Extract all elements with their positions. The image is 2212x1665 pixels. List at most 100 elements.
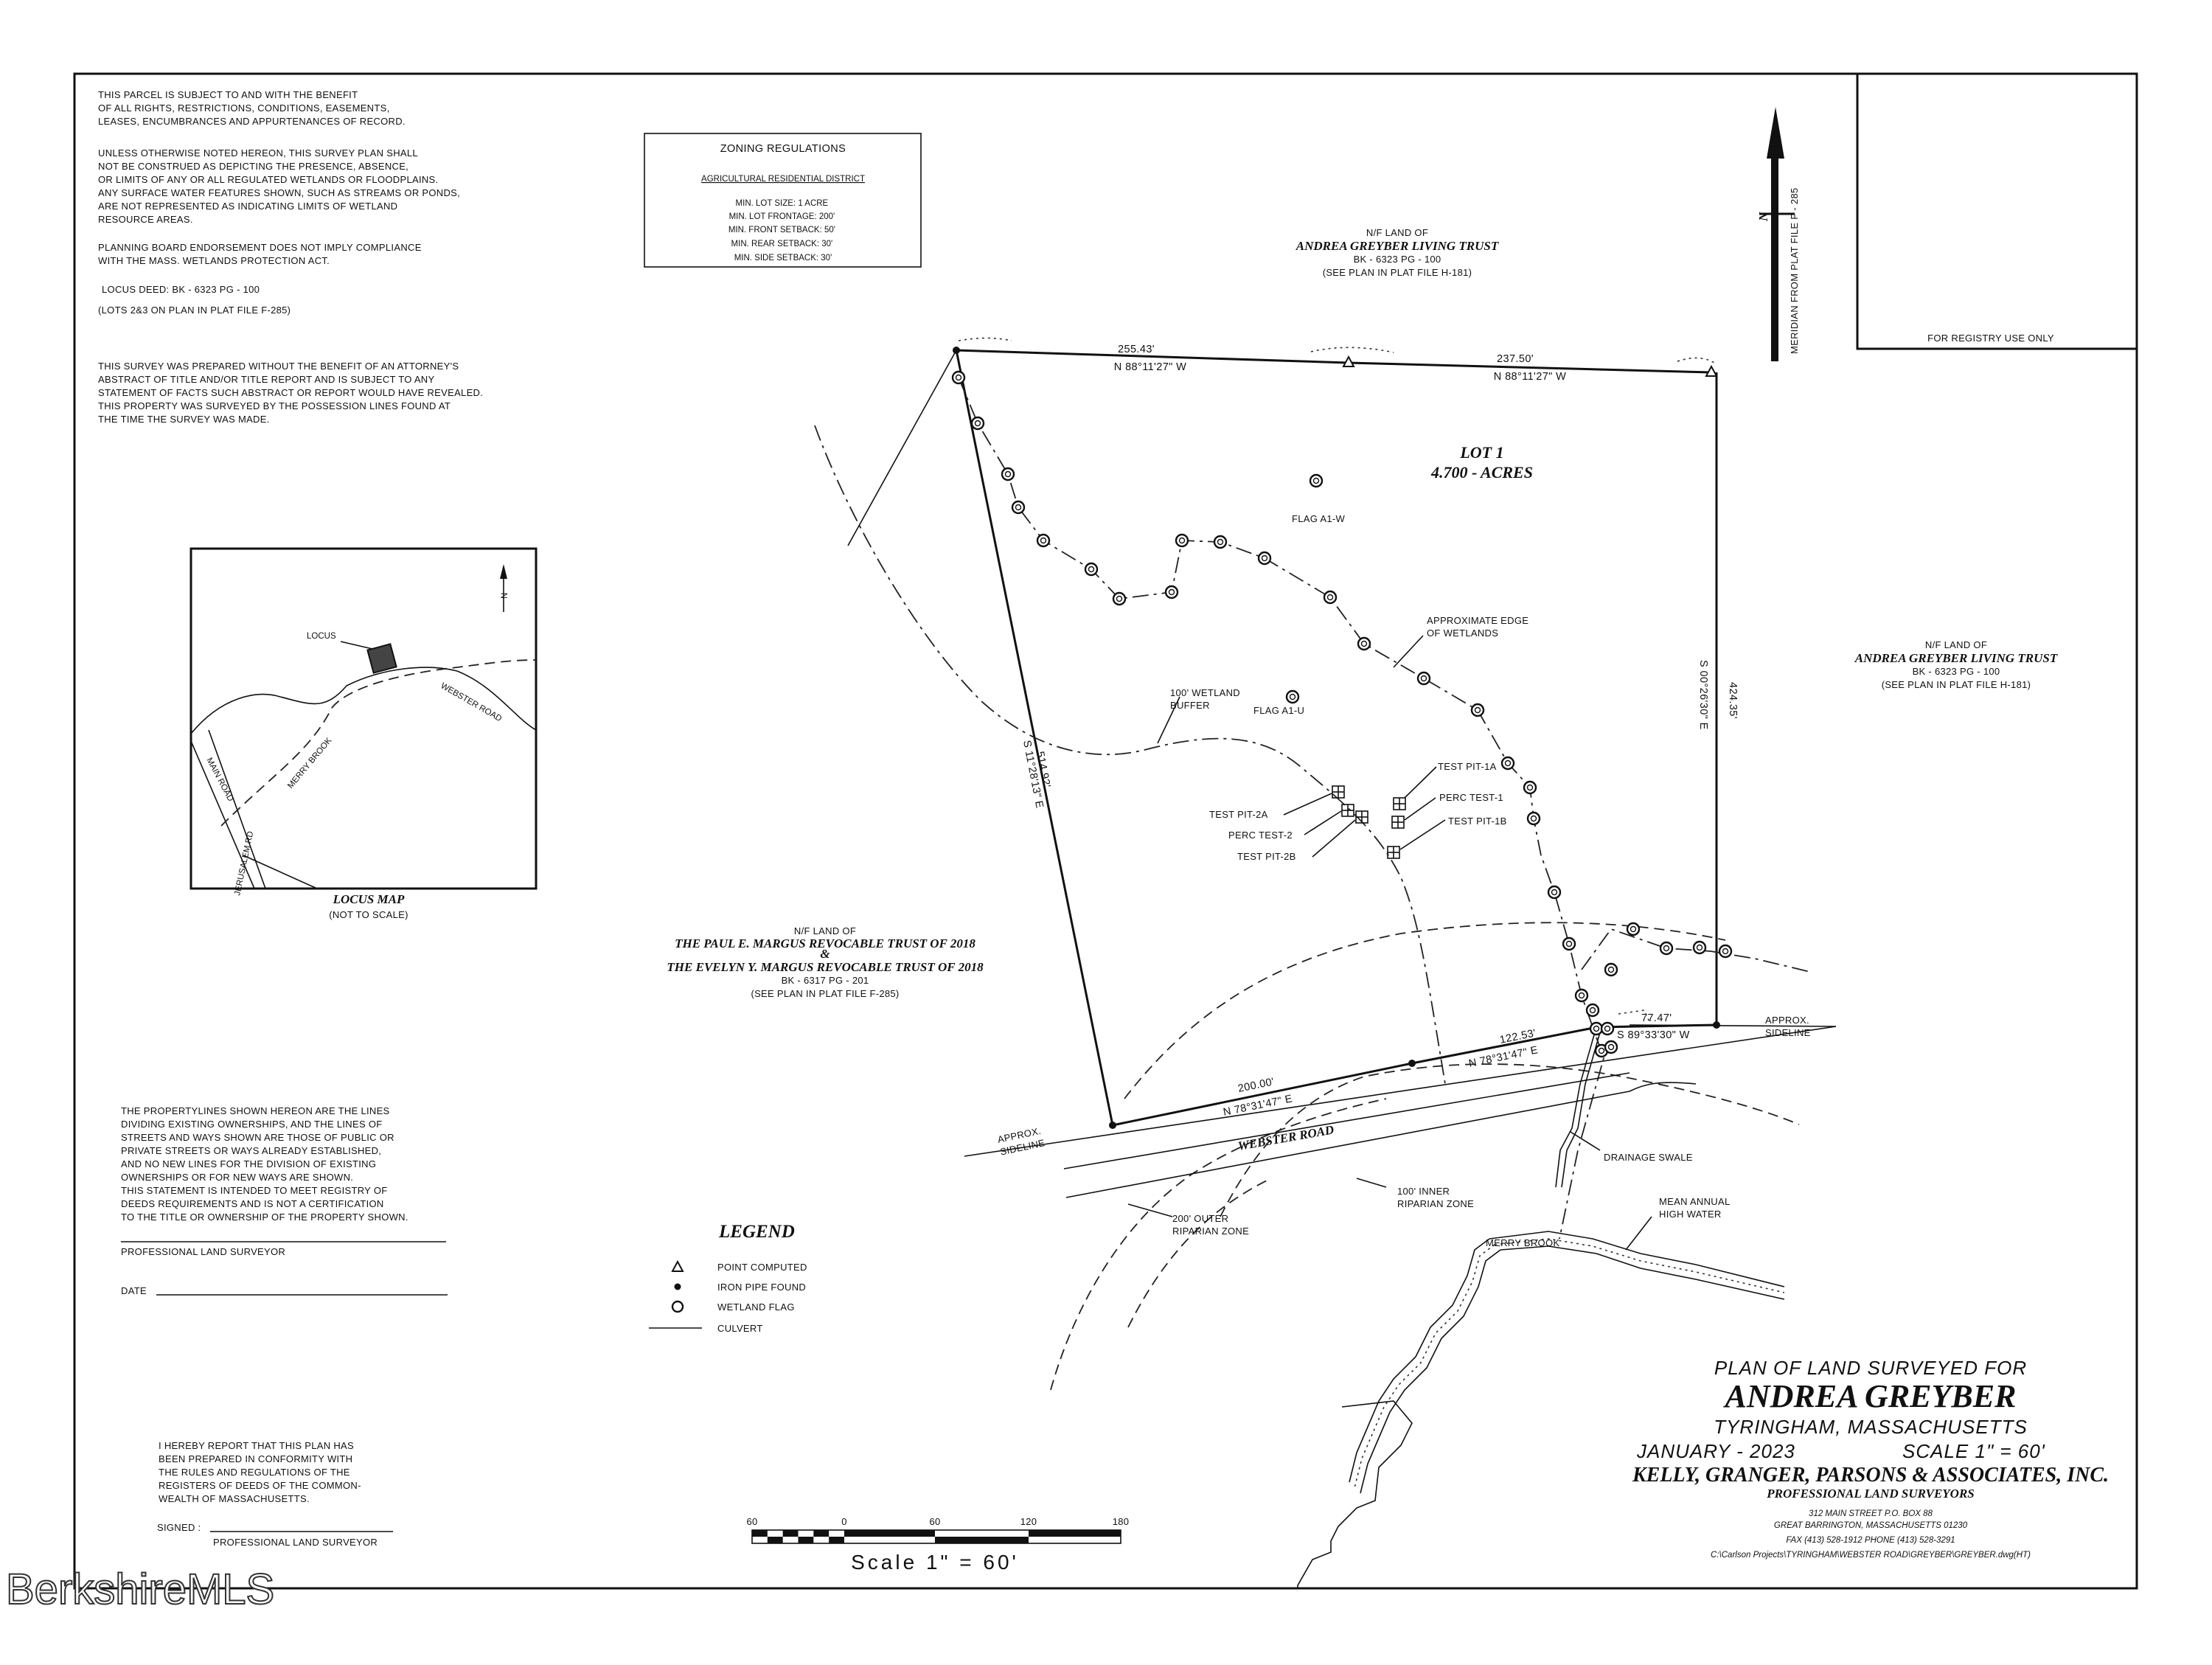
legend-wetland-flag: WETLAND FLAG (717, 1301, 795, 1313)
locus-north-letter: N (501, 593, 509, 599)
legend-point-computed: POINT COMPUTED (717, 1262, 807, 1273)
locus-main-road-2 (208, 729, 266, 889)
road-label: WEBSTER ROAD (1237, 1122, 1335, 1153)
south-east-dim (1618, 1009, 1651, 1024)
riparian-inner-top (1220, 1063, 1800, 1217)
wetland-flag-inner (1630, 925, 1637, 933)
wetland-flag-marker (1175, 533, 1189, 548)
road-edge-south (1065, 1091, 1630, 1198)
merry-brook-label: MERRY BROOK (1486, 1237, 1559, 1248)
north-west-bearing: N 88°11'27" W (1114, 361, 1186, 373)
test-pit-1a-symbol (1393, 797, 1406, 810)
title-town: TYRINGHAM, MASSACHUSETTS (1714, 1416, 2028, 1438)
flag-a1w-label: FLAG A1-W (1292, 513, 1345, 524)
scale-seg-2 (935, 1537, 1029, 1543)
meridian-note: MERIDIAN FROM PLAT FILE F - 285 (1789, 187, 1800, 354)
wetland-flag-inner (1015, 504, 1022, 511)
merry-brook-bank-4 (1349, 1238, 1490, 1483)
wetland-flag-inner (1326, 594, 1334, 601)
sideline-east (1629, 1024, 1837, 1027)
locus-north-head (500, 564, 507, 579)
merry-brook-bank-3 (1500, 1245, 1785, 1300)
perc2-label: PERC TEST-2 (1228, 830, 1293, 841)
wetland-buffer (814, 425, 1446, 1085)
sideline-east-label: APPROX. SIDELINE (1765, 1015, 1812, 1038)
wetland-flag-marker (1323, 590, 1338, 605)
wetland-flag-inner (1604, 1025, 1611, 1032)
wetland-flag-marker (1011, 500, 1026, 515)
wetland-flag-marker (1659, 941, 1674, 956)
title-addr-1: 312 MAIN STREET P.O. BOX 88 (1809, 1509, 1933, 1518)
south-east-bearing: S 89°33'30" W (1617, 1029, 1690, 1041)
registry-box (1856, 72, 2138, 350)
wetland-flag-marker (1718, 944, 1733, 959)
scale-tick-60l: 60 (746, 1516, 757, 1527)
edge-wetlands-label: APPROXIMATE EDGE OF WETLANDS (1427, 615, 1531, 639)
abutter-west-name1: THE PAUL E. MARGUS REVOCABLE TRUST OF 20… (675, 936, 975, 950)
iron-pipe-sw (1109, 1122, 1116, 1129)
locus-frame (189, 547, 538, 890)
wetland-flag-inner (1360, 640, 1368, 647)
abutter-west-amp: & (820, 947, 830, 961)
legend-culvert: CULVERT (717, 1323, 763, 1334)
wetland-flag-marker (1589, 1021, 1604, 1036)
iron-pipe-nw (953, 347, 960, 354)
abutter-north: N/F LAND OF ANDREA GREYBER LIVING TRUST … (1295, 227, 1499, 278)
wetland-flag-marker (1547, 885, 1562, 900)
locus-label: LOCUS (307, 632, 336, 641)
wetland-flag-inner (1551, 889, 1558, 896)
locus-webster-road (190, 667, 537, 734)
north-east-bearing: N 88°11'27" W (1494, 371, 1566, 383)
wetland-flag-inner (1504, 759, 1512, 767)
abutter-east-name: ANDREA GREYBER LIVING TRUST (1854, 651, 2058, 665)
note-subject: THIS PARCEL IS SUBJECT TO AND WITH THE B… (98, 89, 406, 127)
locus-main-label: MAIN ROAD (204, 757, 234, 803)
zoning-box: ZONING REGULATIONS AGRICULTURAL RESIDENT… (644, 133, 922, 268)
perc-test-1-symbol (1391, 816, 1405, 829)
wetland-flag-inner (1589, 1007, 1596, 1014)
scale-checker-cell (813, 1530, 830, 1537)
legend-wetland-flag-icon (671, 1300, 684, 1313)
merry-brook-bank-1 (1297, 1400, 1413, 1588)
outer-riparian-label: 200' OUTER RIPARIAN ZONE (1172, 1213, 1249, 1237)
locus-subtitle: (NOT TO SCALE) (329, 909, 408, 920)
locus-leader (340, 641, 373, 650)
drainage-swale-2 (1555, 1032, 1596, 1188)
high-water-label: MEAN ANNUAL HIGH WATER (1659, 1196, 1733, 1220)
tp2a-label: TEST PIT-2A (1209, 809, 1268, 820)
test-pits (1332, 785, 1406, 859)
wetland-flag-marker (1585, 1003, 1600, 1018)
buffer-label: 100' WETLAND BUFFER (1170, 687, 1243, 711)
title-scale: SCALE 1" = 60' (1902, 1440, 2045, 1462)
wetland-flag-inner (1530, 815, 1537, 822)
point-computed-ne (1705, 364, 1718, 377)
test-pit-2b-symbol (1355, 810, 1368, 824)
leader-tp2b (1312, 819, 1356, 858)
title-addr-2: GREAT BARRINGTON, MASSACHUSETTS 01230 (1774, 1521, 1968, 1530)
south-mid-bearing: N 78°31'47" E (1468, 1044, 1540, 1070)
lot-area: 4.700 - ACRES (1430, 463, 1533, 482)
south-line-mid (1411, 1026, 1598, 1065)
leader-tp2a (1283, 793, 1332, 816)
note-wetlands: UNLESS OTHERWISE NOTED HEREON, THIS SURV… (98, 147, 463, 225)
north-line-east (1348, 361, 1712, 374)
zoning-frame (644, 133, 922, 268)
locus-jerusalem-rd (243, 855, 318, 889)
merry-brook-water (1494, 1238, 1785, 1293)
locus-webster-label: WEBSTER ROAD (439, 681, 504, 723)
scale-checker-cell (767, 1537, 783, 1543)
perc-test-2-symbol (1341, 804, 1354, 817)
legend-iron-pipe-icon (674, 1283, 681, 1290)
title-block: PLAN OF LAND SURVEYED FOR ANDREA GREYBER… (1632, 1357, 2109, 1560)
wetland-flag-marker (1526, 811, 1541, 826)
east-dist: 424.35' (1727, 682, 1739, 719)
sheet-border (73, 72, 2138, 1590)
riparian-inner-left (1127, 1179, 1269, 1328)
riparian-outer-top (1124, 922, 1726, 1099)
leader-hw (1625, 1216, 1652, 1251)
abutter-west-name2: THE EVELYN Y. MARGUS REVOCABLE TRUST OF … (667, 960, 984, 974)
title-firm-sub: PROFESSIONAL LAND SURVEYORS (1766, 1487, 1975, 1501)
notes-block: THIS PARCEL IS SUBJECT TO AND WITH THE B… (98, 89, 483, 425)
perc1-label: PERC TEST-1 (1439, 792, 1503, 803)
wetland-flag-inner (1261, 555, 1268, 562)
